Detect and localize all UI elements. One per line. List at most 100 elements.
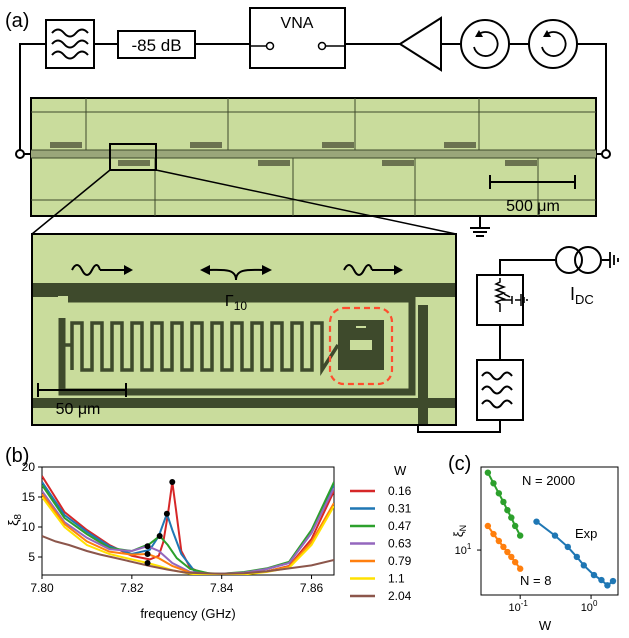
data-point xyxy=(484,469,492,476)
x-tick-label: 100 xyxy=(581,599,598,614)
data-point xyxy=(590,571,598,579)
meander-inductor xyxy=(62,321,340,376)
circulator-arrow-icon xyxy=(473,31,499,57)
vna-port-1 xyxy=(265,41,275,51)
chart-c-ylabel: ξ xyxy=(451,531,466,537)
legend-label: 0.47 xyxy=(388,519,412,533)
zoom-region-box xyxy=(109,143,157,171)
y-tick-label: 15 xyxy=(22,490,36,504)
port-node-left xyxy=(15,149,25,159)
scale-label-500um: 500 μm xyxy=(506,198,560,215)
gamma-subscript: 10 xyxy=(234,299,248,313)
junction-highlight xyxy=(328,306,394,386)
data-point xyxy=(564,543,572,551)
y-tick-label: 20 xyxy=(22,460,36,474)
dc-low-pass-filter xyxy=(476,359,524,421)
port-node-right xyxy=(601,149,611,159)
attenuator: -85 dB xyxy=(117,30,196,59)
series-line-6 xyxy=(42,535,334,575)
svg-text:ξN: ξN xyxy=(451,525,468,537)
x-tick-label: 7.86 xyxy=(300,581,324,595)
vna-port-2 xyxy=(317,41,327,51)
data-point xyxy=(511,558,519,566)
data-point xyxy=(580,562,587,569)
ground-symbol xyxy=(470,216,490,237)
scale-label-50um: 50 μm xyxy=(56,401,101,418)
legend-label: 0.79 xyxy=(388,554,412,568)
amplifier-icon xyxy=(398,16,442,72)
chart-c: 10-1 100 101 N = 2000 N = 8 Exp W ξN xyxy=(451,466,619,633)
legend-label: 0.16 xyxy=(388,484,412,498)
data-point xyxy=(495,490,503,497)
vna: VNA xyxy=(249,7,346,69)
dc-bias-wires xyxy=(417,259,610,433)
data-point xyxy=(516,565,524,572)
chart-b-ylabel-sub: 8 xyxy=(13,514,24,520)
chart-c-xlabel: W xyxy=(539,618,552,633)
peak-marker xyxy=(169,479,176,485)
peak-marker xyxy=(144,551,151,557)
series-line-3 xyxy=(42,487,334,575)
scale-bar-50um xyxy=(37,383,127,397)
legend-label: 1.1 xyxy=(388,572,405,586)
transmitted-wave-icon xyxy=(343,264,403,276)
x-tick-label: 10-1 xyxy=(508,599,528,614)
vna-label: VNA xyxy=(281,15,314,32)
zoom-line-right xyxy=(155,169,457,235)
ground-icon xyxy=(609,252,619,268)
low-pass-filter xyxy=(45,19,95,69)
y-tick-label: 101 xyxy=(455,542,472,557)
x-tick-label: 7.84 xyxy=(210,581,234,595)
chart-b-ylabel: ξ xyxy=(5,520,21,526)
zoom-line-left xyxy=(31,169,111,235)
filter-icon xyxy=(51,28,89,60)
panel-label-b: (b) xyxy=(5,445,29,467)
emission-arrows-icon xyxy=(200,265,272,281)
data-point xyxy=(500,543,507,551)
y-tick-label: 10 xyxy=(22,520,36,534)
data-point xyxy=(490,530,497,538)
chart-c-label-exp: Exp xyxy=(575,526,597,541)
dc-source-label: I xyxy=(570,284,575,304)
x-tick-label: 7.80 xyxy=(30,581,54,595)
data-point xyxy=(504,506,511,514)
data-point xyxy=(598,576,605,584)
incoming-wave-icon xyxy=(71,264,133,276)
svg-text:IDC: IDC xyxy=(570,284,594,307)
data-point xyxy=(490,480,497,487)
peak-marker xyxy=(144,560,151,566)
filter-icon xyxy=(481,371,513,409)
data-point xyxy=(604,582,611,589)
x-tick-label: 7.82 xyxy=(120,581,144,595)
chart-c-label-n8: N = 8 xyxy=(520,573,551,588)
y-tick-label: 5 xyxy=(28,550,35,564)
peak-marker xyxy=(156,533,163,539)
current-source xyxy=(555,246,619,274)
data-point xyxy=(495,537,503,545)
legend-label: 0.63 xyxy=(388,537,412,551)
gamma-symbol: Γ xyxy=(225,293,234,310)
data-point xyxy=(609,577,617,585)
attenuator-label: -85 dB xyxy=(131,36,181,55)
dc-source-subscript: DC xyxy=(575,292,594,307)
data-point xyxy=(508,553,515,561)
svg-text:Γ10: Γ10 xyxy=(225,293,247,313)
data-point xyxy=(504,548,511,556)
legend-label: 2.04 xyxy=(388,589,412,603)
data-point xyxy=(551,532,559,539)
data-point xyxy=(533,518,540,525)
chart-c-label-n2000: N = 2000 xyxy=(522,473,575,488)
chart-b-xlabel: frequency (GHz) xyxy=(140,606,235,621)
data-point xyxy=(516,532,524,539)
data-point xyxy=(511,522,519,530)
chart-c-ylabel-sub: N xyxy=(458,525,468,532)
legend-label: 0.31 xyxy=(388,502,412,516)
legend-title: W xyxy=(394,463,407,478)
panel-label-a: (a) xyxy=(5,10,29,32)
data-point xyxy=(573,553,581,561)
zoomed-micrograph: Γ10 50 μm xyxy=(31,233,457,426)
circulator-arrow-icon xyxy=(541,31,567,57)
data-point xyxy=(508,514,515,521)
peak-marker xyxy=(144,543,151,550)
